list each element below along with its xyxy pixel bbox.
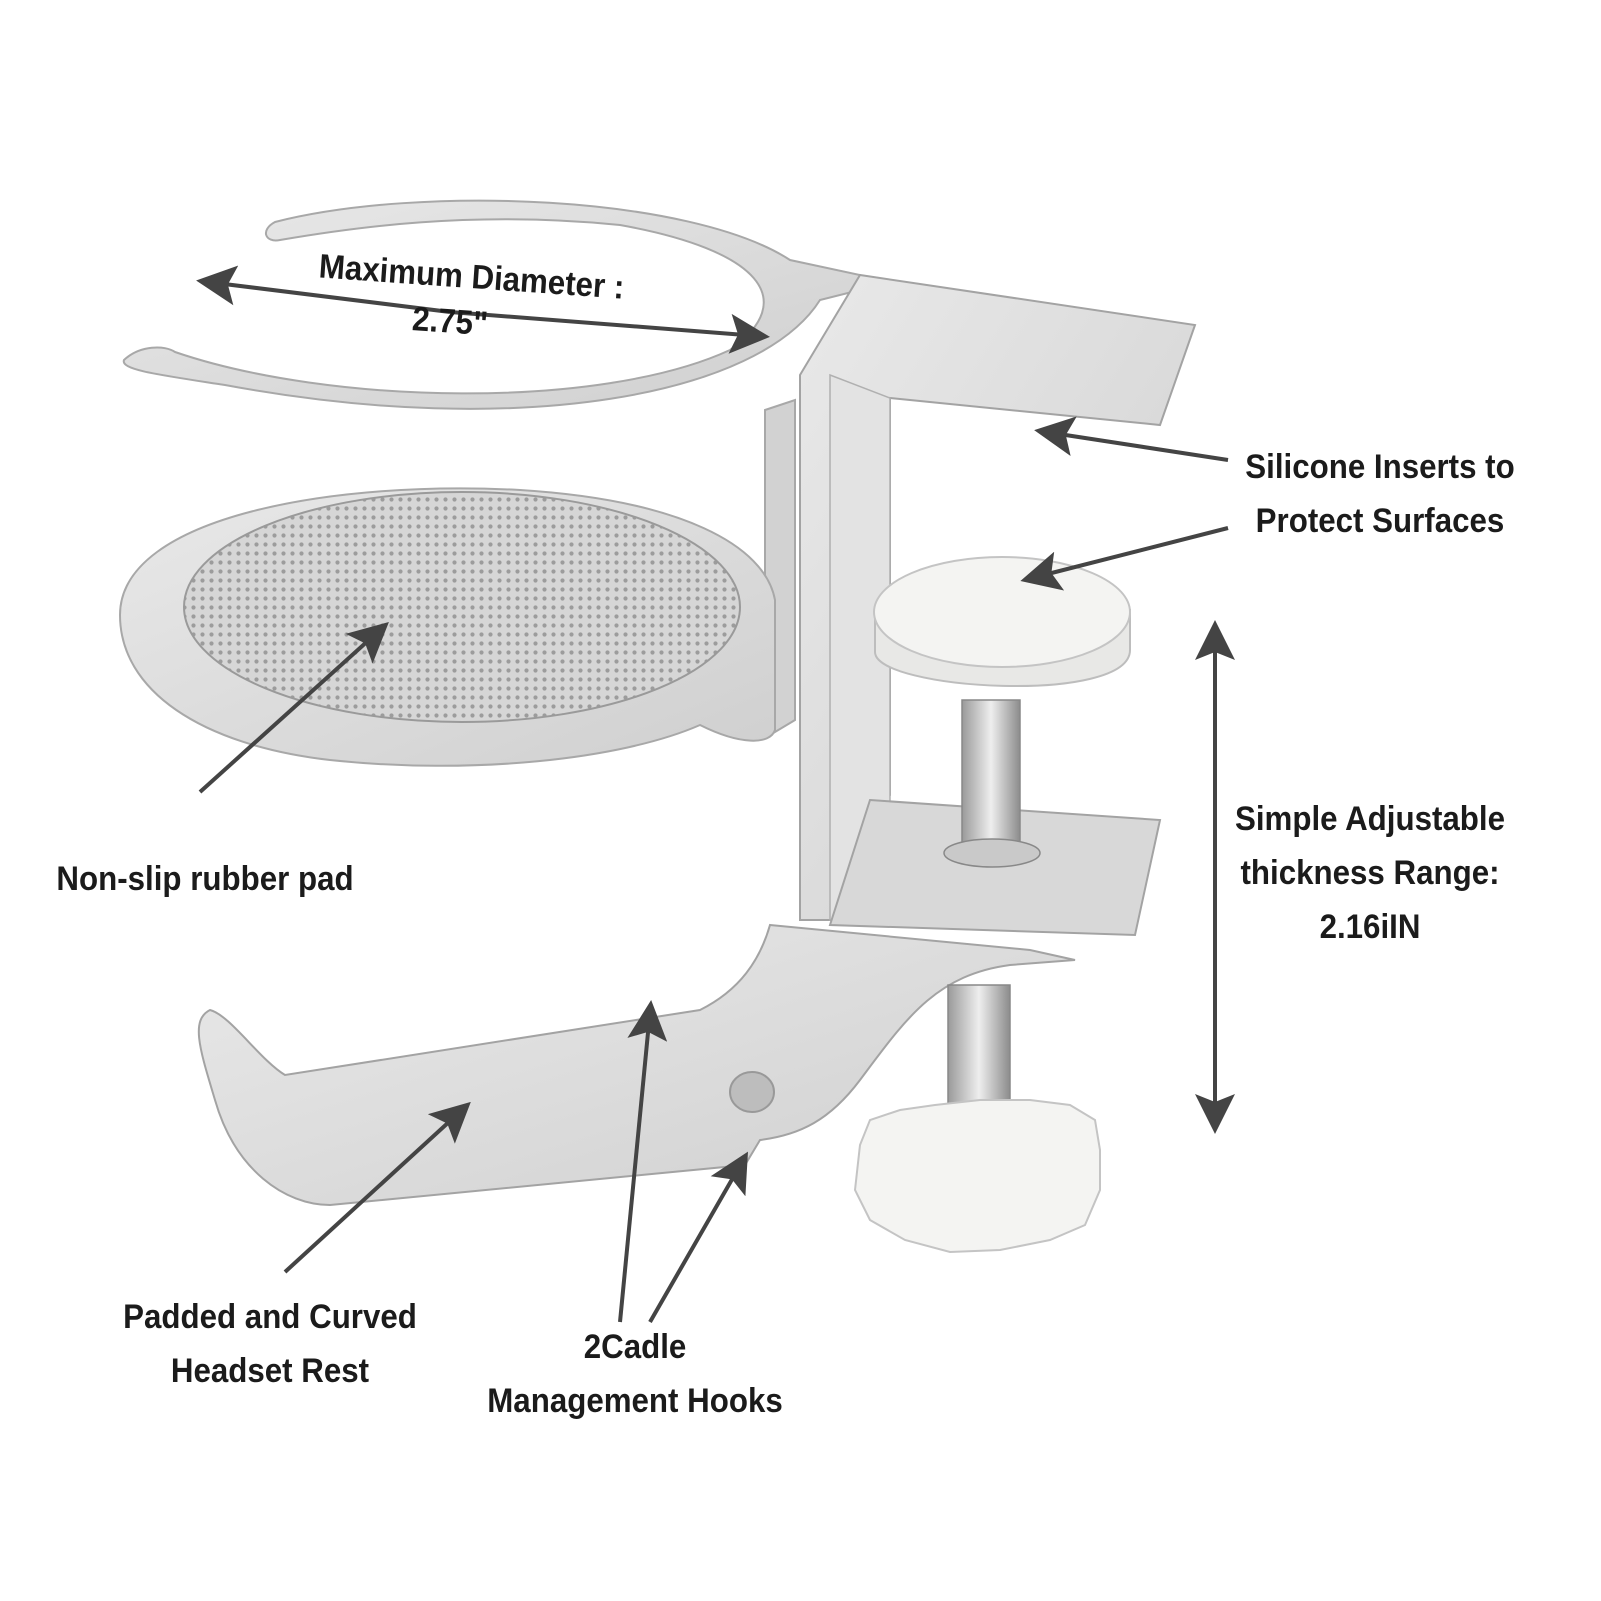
headset-arrow: [283, 1101, 471, 1274]
rubber-pad-arrow: [198, 621, 389, 794]
upper-screw: [943, 699, 1041, 868]
cup-ring: [122, 199, 861, 410]
silicone-label-line2: Protect Surfaces: [1255, 502, 1505, 540]
silicone-label: Silicone Inserts to Protect Surfaces: [1237, 440, 1522, 548]
headset-label-line2: Headset Rest: [170, 1352, 370, 1390]
rubber-mesh-pad: [183, 491, 741, 723]
thickness-label-line1: Simple Adjustable: [1235, 800, 1505, 838]
diameter-arrow-right: [449, 310, 770, 354]
headset-label-line1: Padded and Curved: [123, 1298, 417, 1336]
arrows: [196, 265, 1235, 1323]
hooks-arrow-1: [618, 1000, 668, 1323]
rubber-pad-label-text: Non-slip rubber pad: [56, 860, 354, 898]
cable-hook-hole: [729, 1071, 775, 1113]
thickness-label-line3: 2.16iIN: [1319, 908, 1421, 946]
silicone-arrow-knob: [1020, 526, 1229, 591]
hooks-label: 2Cadle Management Hooks: [483, 1320, 787, 1428]
rubber-pad-label: Non-slip rubber pad: [53, 852, 357, 906]
upper-knob: [873, 556, 1131, 688]
thickness-label-line2: thickness Range:: [1240, 854, 1500, 892]
lower-knob: [853, 1099, 1101, 1254]
hooks-label-line2: Management Hooks: [487, 1382, 783, 1420]
hooks-arrow-2: [648, 1151, 748, 1323]
diameter-arrow-left: [196, 265, 451, 314]
thickness-label: Simple Adjustable thickness Range: 2.16i…: [1232, 792, 1508, 954]
silicone-arrow-top: [1034, 416, 1229, 462]
hooks-label-line1: 2Cadle: [583, 1328, 687, 1366]
headset-label: Padded and Curved Headset Rest: [123, 1290, 417, 1398]
coaster-plate: [118, 487, 776, 767]
silicone-label-line1: Silicone Inserts to: [1245, 448, 1515, 486]
headset-hook: [197, 923, 1076, 1207]
